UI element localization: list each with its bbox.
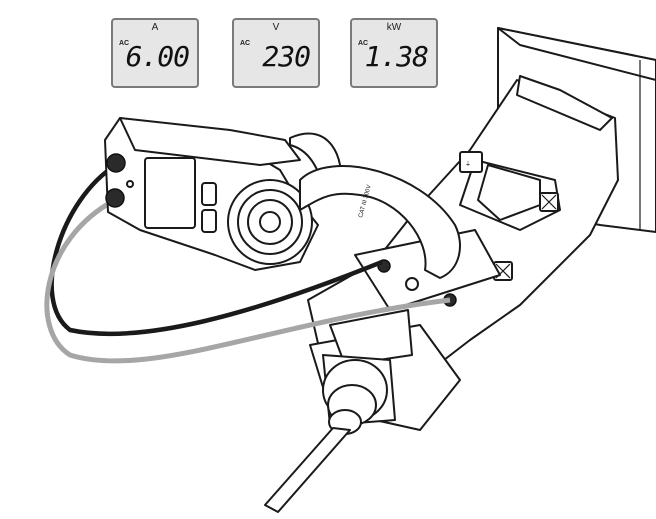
com-terminal-jack — [106, 153, 126, 173]
meter-button-bottom — [201, 209, 217, 233]
voltage-display: V AC 230 — [232, 18, 320, 88]
current-mode-indicator: AC — [119, 40, 130, 47]
voltage-terminal-jack — [105, 188, 125, 208]
voltage-unit: V — [272, 22, 280, 33]
power-value: 1.38 — [364, 40, 429, 73]
power-unit: kW — [386, 22, 402, 33]
power-display: kW AC 1.38 — [350, 18, 438, 88]
power-mode-indicator: AC — [358, 40, 369, 47]
clamp-meter: CAT III 300V — [104, 117, 461, 279]
socket-jack-middle — [405, 277, 419, 291]
gray-test-lead — [44, 197, 451, 364]
voltage-mode-indicator: AC — [240, 40, 251, 47]
voltage-value: 230 — [262, 40, 311, 73]
svg-text:⏚: ⏚ — [465, 161, 471, 168]
earth-symbol-icon — [459, 151, 483, 173]
current-value: 6.00 — [125, 40, 190, 73]
meter-button-top — [201, 182, 217, 206]
current-display: A AC 6.00 — [111, 18, 199, 88]
clamp-jaw — [299, 165, 461, 279]
plug-with-cable — [264, 354, 396, 513]
current-unit: A — [151, 22, 159, 33]
meter-screen — [144, 157, 196, 229]
black-test-lead — [49, 163, 383, 337]
